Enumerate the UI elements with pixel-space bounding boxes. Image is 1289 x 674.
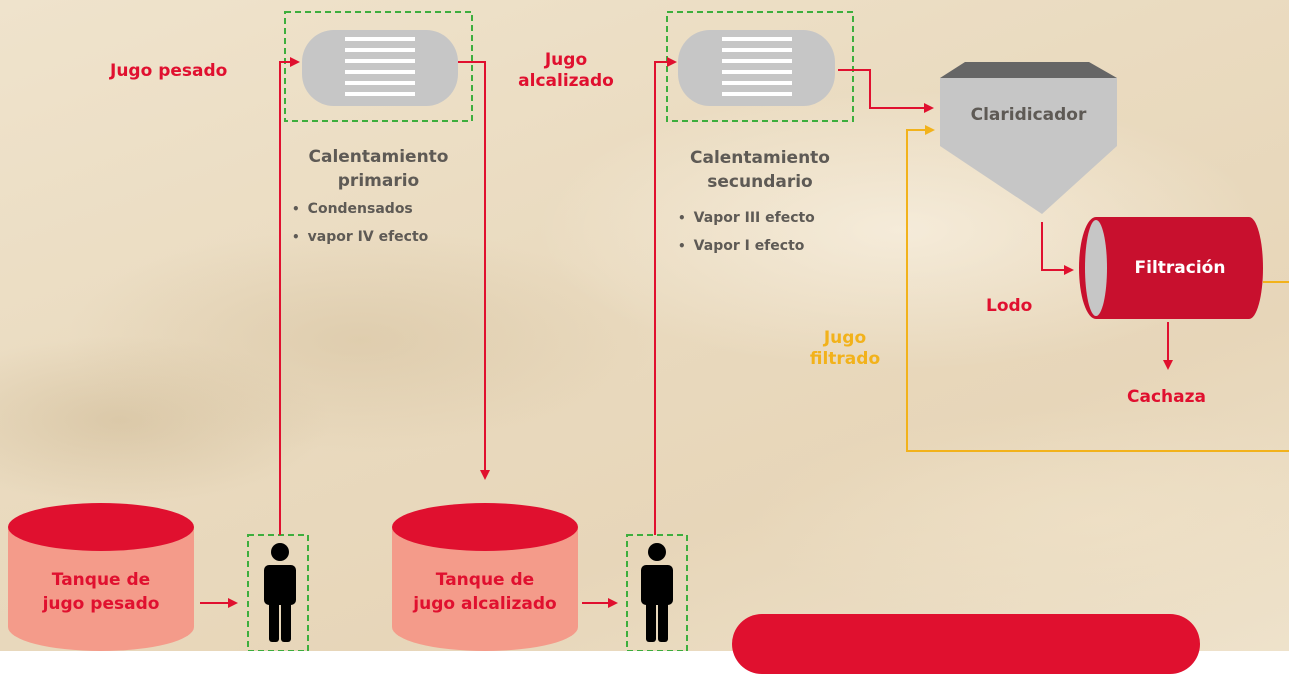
label-jugo-pesado: Jugo pesado [110,61,228,81]
tank-jugo-alcalizado-label: Tanque de jugo alcalizado [413,570,557,614]
heat-exchanger-tubes [345,37,415,96]
label-jugo-alcalizado: Jugo alcalizado [518,50,614,91]
pump-2[interactable] [626,534,688,651]
label-jugo-filtrado: Jugo filtrado [809,328,881,369]
filter-label: Filtración [1134,258,1226,278]
bullet-item: vapor IV efecto [292,223,429,251]
heat-exchanger-icon [302,30,458,106]
heater-secundario[interactable] [666,11,854,122]
clarifier-roof [940,62,1117,78]
heater-primario-selection [284,11,473,122]
tank-jugo-alcalizado[interactable] [392,503,578,651]
drum-filter-face [1085,220,1107,316]
tank-top [392,503,578,551]
flow-arrow-jugo-filtrado [906,125,1289,452]
pump-1[interactable] [247,534,309,651]
bullet-item: Vapor III efecto [678,204,815,232]
tank-jugo-pesado[interactable] [8,503,194,651]
flow-arrow-pump2-heater2 [654,57,677,535]
bullet-item: Condensados [292,195,428,223]
clarifier-icon [940,78,1117,146]
heater-primario[interactable] [284,11,473,122]
filter-drum[interactable] [1079,217,1263,319]
heater-secundario-title: Calentamiento secundario [690,148,830,192]
heater-primario-bullets: Condensados vapor IV efecto [292,195,429,251]
tank-cylinder-icon [8,527,194,651]
tank-cylinder-icon [392,527,578,651]
drum-filter-icon [1096,217,1249,319]
person-icon [641,543,673,642]
clarifier-cone [940,146,1117,214]
tank-jugo-pesado-label: Tanque de jugo pesado [42,570,160,614]
bullet-item: Vapor I efecto [678,232,815,260]
pump-1-selection [247,534,309,651]
bottom-banner [732,614,1200,674]
heater-primario-title: Calentamiento primario [308,147,449,191]
person-icon [264,543,296,642]
heat-exchanger-tubes [722,37,792,96]
tank-top [8,503,194,551]
label-lodo: Lodo [986,296,1033,316]
clarifier-label: Claridicador [970,105,1087,125]
label-cachaza: Cachaza [1127,387,1206,407]
flow-arrow-lodo [1041,222,1074,275]
process-diagram [8,11,1289,651]
clarifier[interactable] [940,62,1117,214]
heater-secundario-bullets: Vapor III efecto Vapor I efecto [678,204,815,260]
drum-filter-end [1235,217,1263,319]
flow-arrow-pump1-heater1 [279,57,300,535]
flow-arrow-heater2-clarifier [838,69,934,113]
flow-arrow-heater1-tank2 [458,61,490,480]
pump-2-selection [626,534,688,651]
heat-exchanger-icon [678,30,835,106]
